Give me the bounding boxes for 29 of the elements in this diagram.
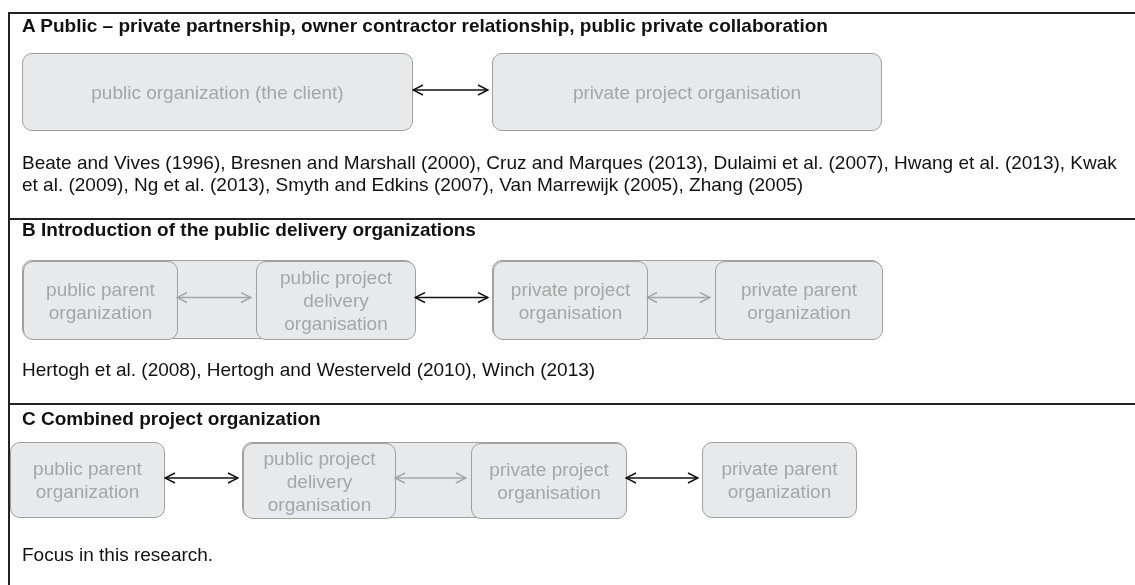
double-arrow [625,472,699,484]
grouping-box [242,442,626,518]
panel-heading: C Combined project organization [22,409,321,429]
organization-box: private parent organization [702,442,857,518]
panel [8,403,1135,585]
panel-note: Hertogh et al. (2008), Hertogh and Westerveld (2010), Winch (2013) [22,359,597,381]
double-arrow [414,291,489,304]
organization-box: private project organisation [492,53,882,131]
grouping-box [22,260,415,339]
double-arrow [646,291,711,304]
grouping-box [492,260,882,339]
panel-note: Beate and Vives (1996), Bresnen and Marshall (2000), Cruz and Marques (2013), Dulaimi et al. (2007), Hwang et al. (2013), Kwak et al. (2009), Ng et al. (2013), Smyth and Edkins (2007), Van Marrewijk (2005), Zhang (2005) [22,152,1118,196]
organization-box: public project delivery organisation [243,443,396,519]
panel-heading: A Public – private partnership, owner contractor relationship, public private collaboration [22,16,828,36]
double-arrow [412,84,489,96]
panel-note: Focus in this research. [22,544,215,566]
organization-box: public project delivery organisation [256,261,416,340]
organization-box: private parent organization [715,261,883,340]
double-arrow [176,291,252,304]
organization-box: private project organisation [493,261,648,340]
panel [8,218,1135,403]
double-arrow [164,472,239,484]
panel [8,12,1135,218]
organization-box: public parent organization [23,261,178,340]
organization-box: private project organisation [471,443,627,519]
double-arrow [394,472,467,484]
organization-box: public parent organization [10,442,165,518]
organization-box: public organization (the client) [22,53,413,131]
panel-heading: B Introduction of the public delivery organizations [22,220,476,240]
